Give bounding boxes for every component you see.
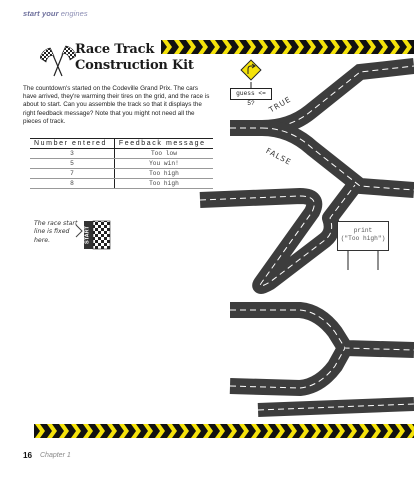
column-header-number: Number entered <box>30 138 115 149</box>
chevron-band-bottom <box>34 424 414 438</box>
chapter-label: Chapter 1 <box>40 452 71 459</box>
title-block: Race Track Construction Kit <box>40 40 194 80</box>
table-row: 8 Too high <box>30 178 213 189</box>
table-row: 7 Too high <box>30 168 213 179</box>
running-head: start your engines <box>23 9 88 18</box>
feedback-table: Number entered Feedback message 3 Too lo… <box>30 138 213 189</box>
track-straight-piece-4 <box>257 397 414 417</box>
checkered-flag-icon <box>40 45 76 77</box>
intro-paragraph: The countdown's started on the Codeville… <box>23 85 210 125</box>
cell-feedback: Too high <box>113 168 213 179</box>
page-title-line-2: Construction Kit <box>75 58 194 73</box>
guess-condition-box: guess <= 5? <box>230 88 272 107</box>
page-title-line-1: Race Track <box>75 42 155 57</box>
print-sign-posts <box>347 251 379 270</box>
cell-number: 3 <box>30 148 115 159</box>
print-sign-line-2: ("Too high") <box>340 235 386 242</box>
running-head-light: engines <box>60 9 88 18</box>
start-label: START <box>85 225 91 244</box>
cell-number: 7 <box>30 168 115 179</box>
column-header-feedback: Feedback message <box>113 138 213 149</box>
road-sign-icon <box>240 59 262 90</box>
cell-feedback: Too low <box>113 148 213 159</box>
table-header-row: Number entered Feedback message <box>30 138 213 149</box>
chevron-band-top <box>161 40 414 54</box>
cell-number: 5 <box>30 158 115 169</box>
page-number: 16 <box>23 451 33 460</box>
cell-number: 8 <box>30 178 115 189</box>
running-head-bold: start your <box>23 9 59 18</box>
cell-feedback: You win! <box>113 158 213 169</box>
track-fork-piece-1 <box>230 58 414 198</box>
table-row: 5 You win! <box>30 158 213 169</box>
track-fork-piece-3 <box>229 302 414 397</box>
print-sign: print ("Too high") <box>337 221 389 251</box>
track-v-piece-2 <box>199 180 362 294</box>
table-row: 3 Too low <box>30 148 213 159</box>
start-line-note: The race start line is fixed here. <box>34 220 78 244</box>
print-sign-line-1: print <box>353 227 373 234</box>
start-line-piece: START <box>75 220 111 250</box>
cell-feedback: Too high <box>113 178 213 189</box>
